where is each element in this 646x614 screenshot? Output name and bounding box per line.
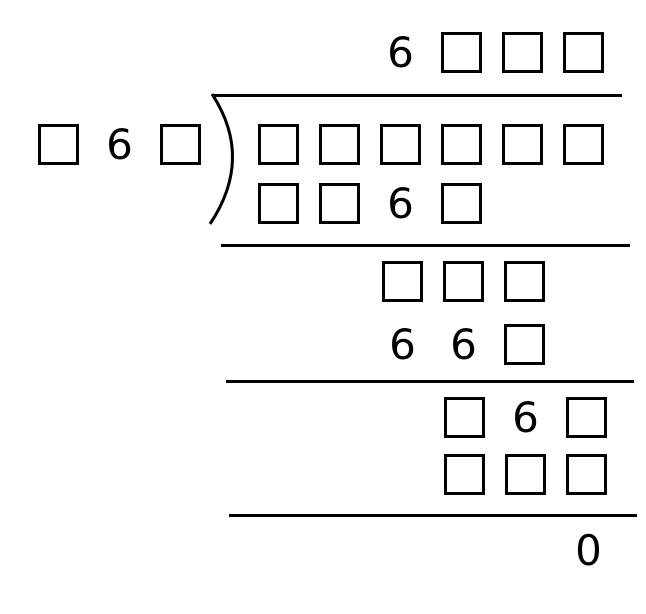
step1-remainder-box	[443, 261, 484, 302]
divisor-row: 6	[38, 119, 201, 169]
step2-digit: 6	[450, 319, 477, 369]
step3-digit-box	[566, 454, 607, 495]
step3-digit-box	[505, 454, 546, 495]
step1-rule	[221, 244, 630, 247]
dividend-digit-box	[380, 124, 421, 165]
step1-remainder-row	[382, 261, 545, 302]
quotient-digit: 6	[387, 27, 414, 77]
dividend-row	[258, 124, 604, 165]
step1-remainder-box	[504, 261, 545, 302]
step2-remainder-box	[566, 397, 607, 438]
quotient-digit-box	[441, 32, 482, 73]
divisor-digit-box	[160, 124, 201, 165]
step2-rule	[226, 380, 634, 383]
step3-rule	[229, 514, 637, 517]
divisor-digit-box	[38, 124, 79, 165]
dividend-digit-box	[441, 124, 482, 165]
quotient-digit-box	[502, 32, 543, 73]
step1-digit-box	[441, 183, 482, 224]
step2-remainder-digit: 6	[512, 392, 539, 442]
dividend-digit-box	[502, 124, 543, 165]
dividend-digit-box	[563, 124, 604, 165]
step1-digit-box	[319, 183, 360, 224]
dividend-digit-box	[258, 124, 299, 165]
step1-digit: 6	[387, 178, 414, 228]
step2-remainder-row: 6	[444, 392, 607, 442]
quotient-digit-box	[563, 32, 604, 73]
step2-digit: 6	[389, 319, 416, 369]
divisor-digit: 6	[106, 119, 133, 169]
division-bar	[213, 94, 622, 97]
step3-subtrahend-row	[444, 454, 607, 495]
dividend-digit-box	[319, 124, 360, 165]
step1-digit-box	[258, 183, 299, 224]
step2-remainder-box	[444, 397, 485, 438]
step1-subtrahend-row: 6	[258, 178, 482, 228]
step2-subtrahend-row: 6 6	[382, 319, 545, 369]
final-remainder-row: 0	[568, 525, 609, 575]
quotient-row: 6	[380, 27, 604, 77]
step3-digit-box	[444, 454, 485, 495]
step1-remainder-box	[382, 261, 423, 302]
division-bracket	[208, 93, 234, 225]
step2-digit-box	[504, 324, 545, 365]
final-remainder: 0	[575, 525, 602, 575]
